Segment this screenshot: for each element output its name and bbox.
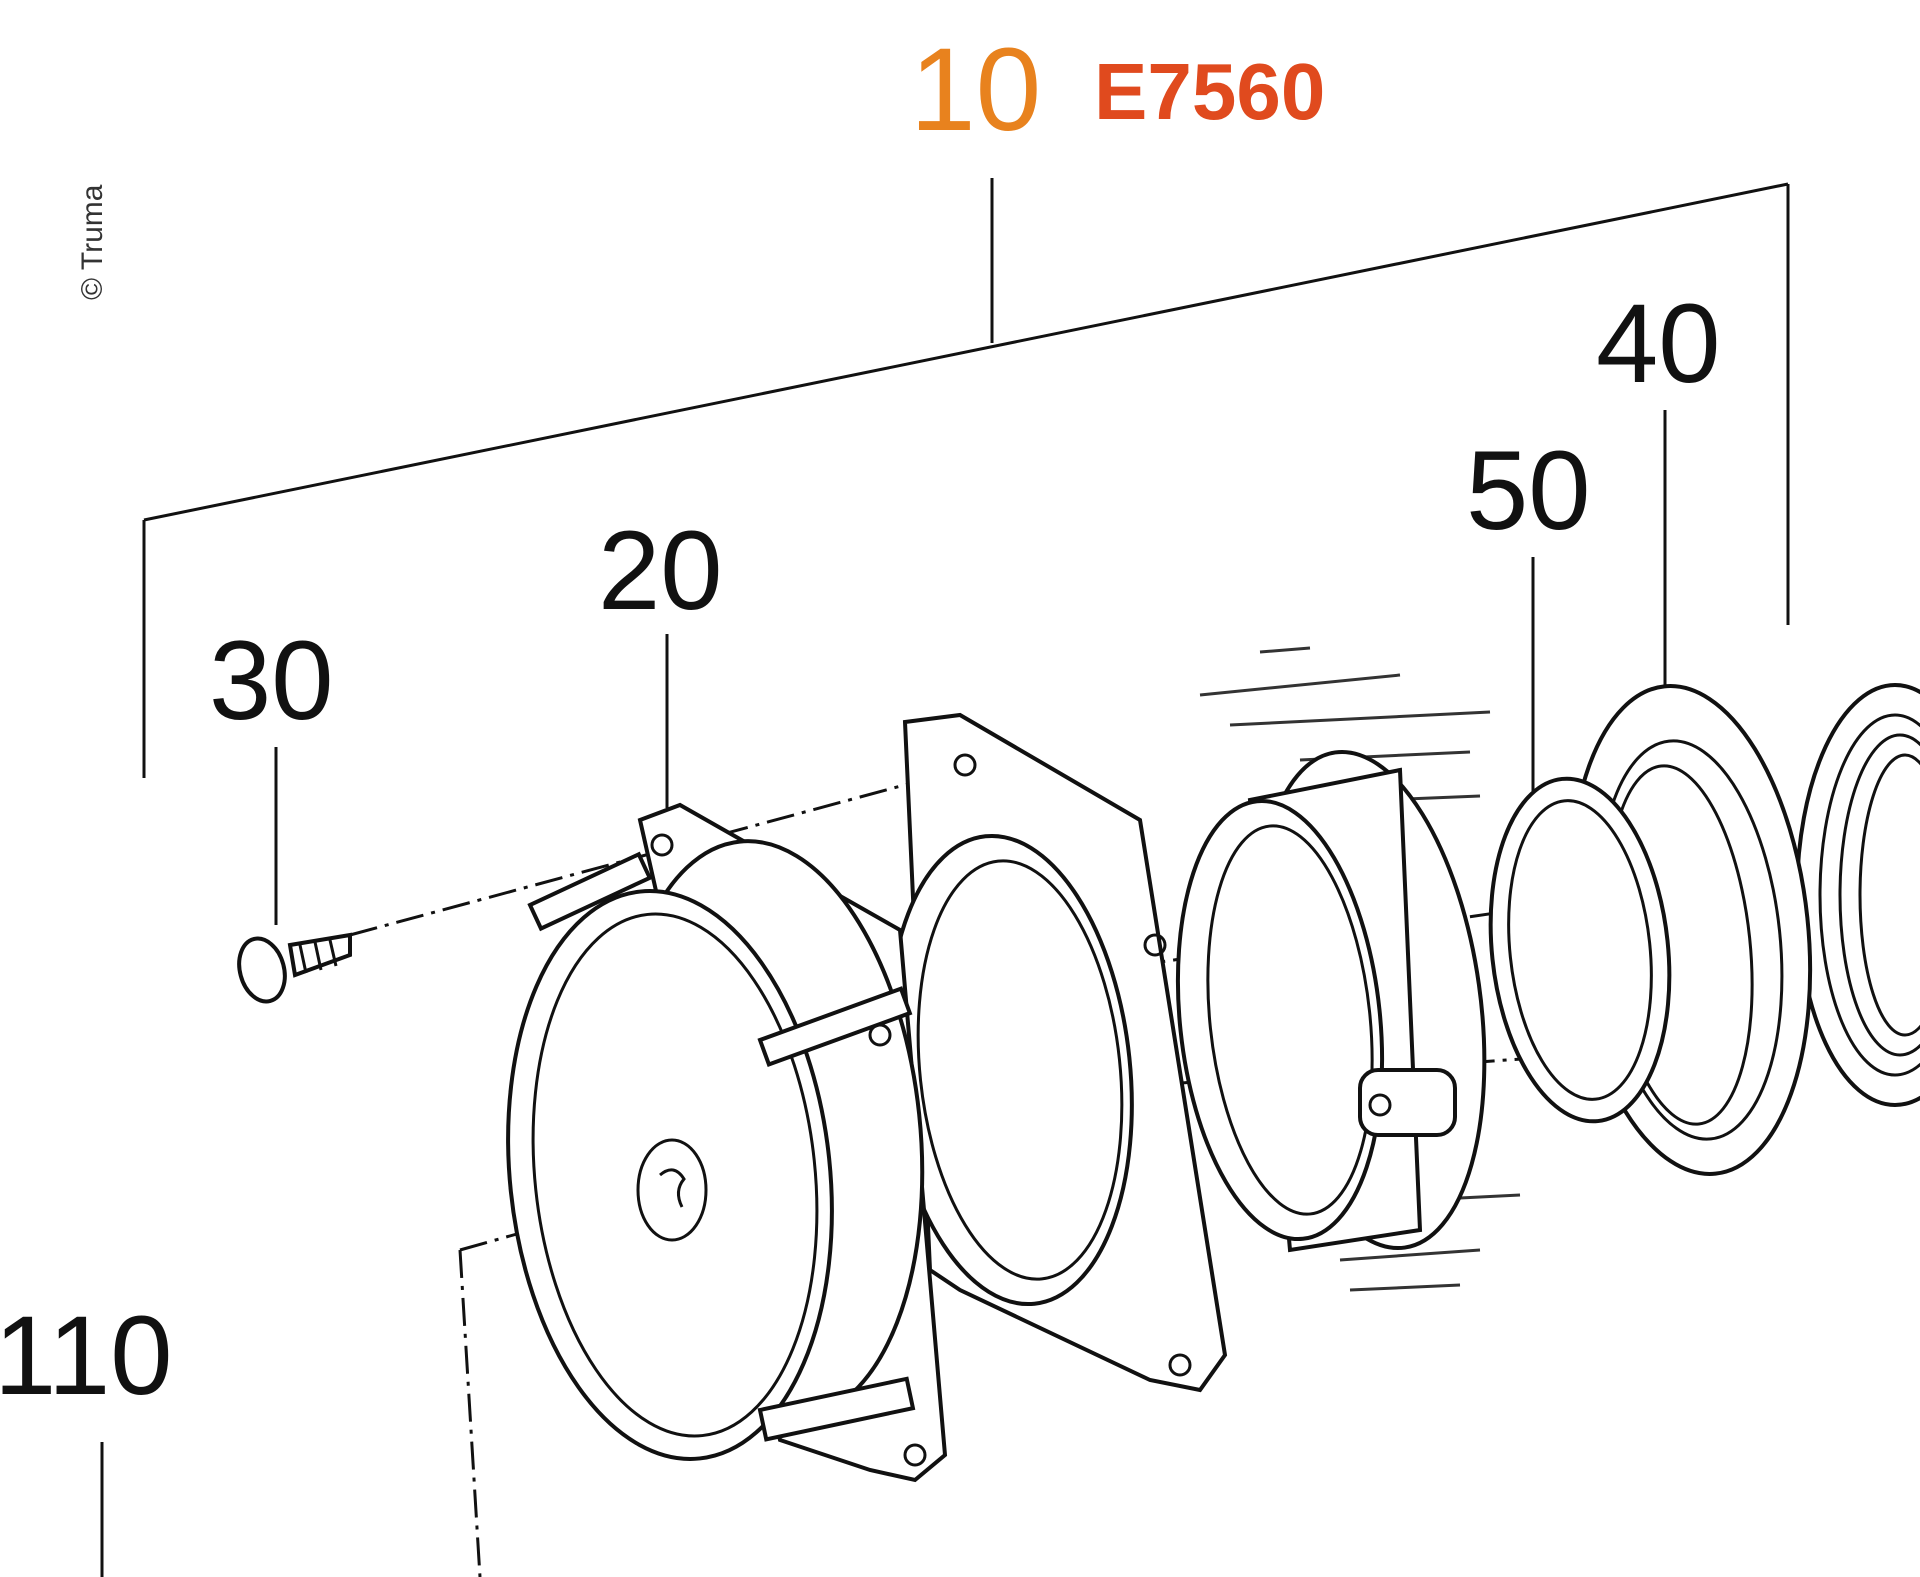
housing-part — [1175, 749, 1487, 1253]
screw-part-30 — [237, 932, 352, 1004]
assembly-number: 10 — [910, 24, 1041, 156]
part-label-40: 40 — [1596, 281, 1721, 686]
mounting-flange-part — [886, 712, 1228, 1393]
part-label-50: 50 — [1466, 428, 1591, 796]
seal-part-50 — [1488, 776, 1672, 1124]
part-label-110: 110 — [0, 1293, 173, 1577]
copyright-text: © Truma — [76, 184, 109, 300]
svg-text:30: 30 — [209, 618, 334, 743]
part-label-30: 30 — [209, 618, 334, 925]
svg-text:50: 50 — [1466, 428, 1591, 553]
grille-part — [1795, 683, 1920, 1107]
svg-text:110: 110 — [0, 1293, 173, 1418]
svg-text:20: 20 — [598, 508, 723, 633]
assembly-bracket — [142, 178, 1790, 778]
svg-text:40: 40 — [1596, 281, 1721, 406]
cover-part-20 — [506, 802, 948, 1483]
part-label-20: 20 — [598, 508, 723, 808]
assembly-code: E7560 — [1094, 47, 1325, 136]
